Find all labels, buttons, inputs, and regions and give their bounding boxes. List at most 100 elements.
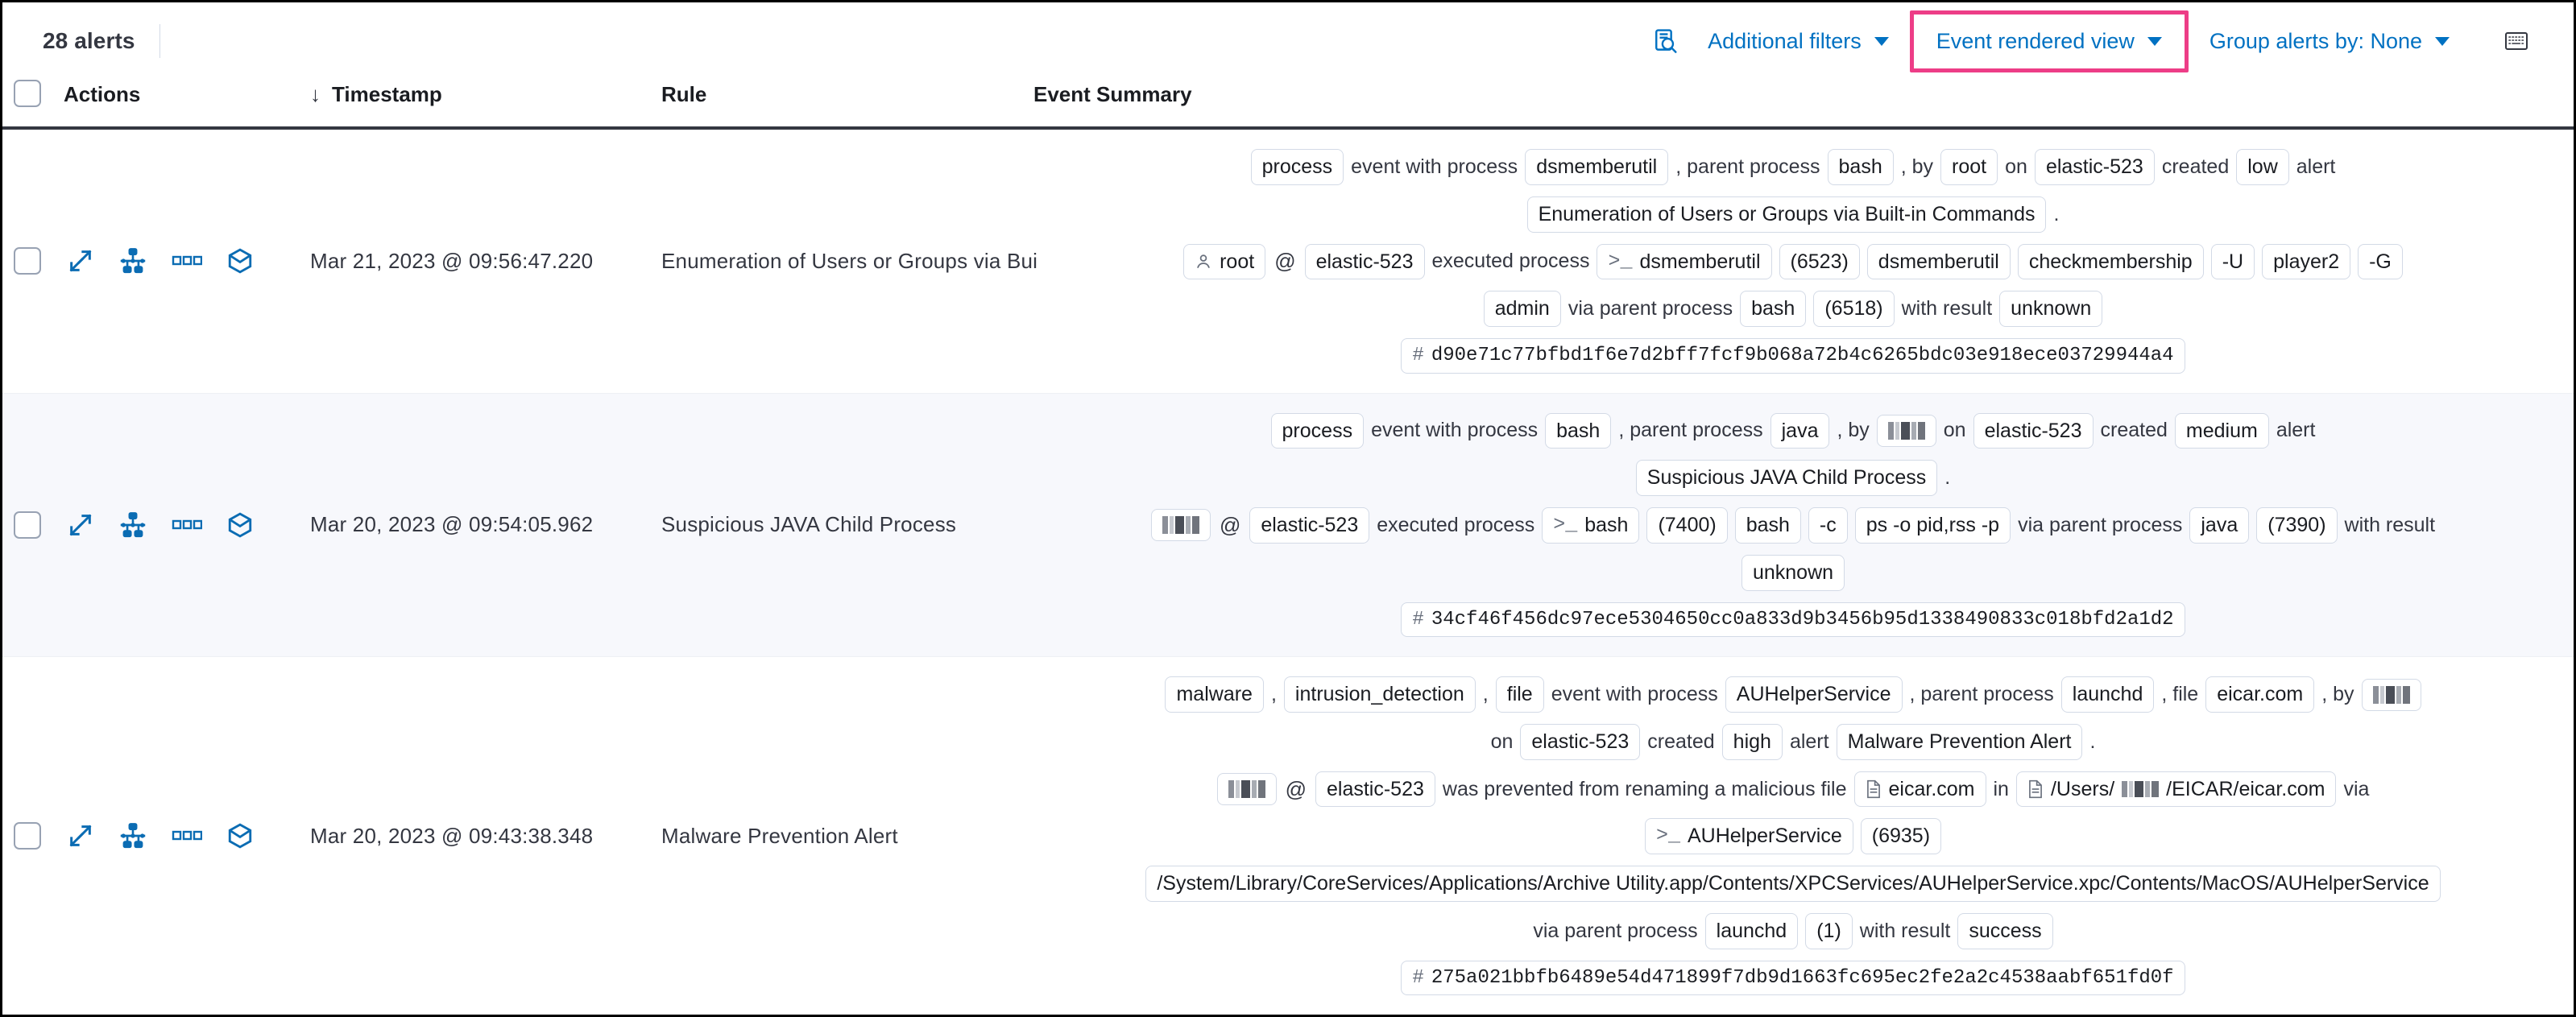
summary-chip[interactable]: -G [2358, 243, 2403, 280]
summary-chip[interactable]: bash [1545, 412, 1612, 449]
summary-chip[interactable]: process [1250, 149, 1344, 185]
summary-chip[interactable]: launchd [1704, 912, 1799, 949]
summary-chip[interactable]: process [1270, 412, 1365, 449]
summary-chip[interactable]: elastic-523 [1520, 723, 1641, 760]
summary-chip[interactable]: high [1721, 723, 1783, 760]
expand-icon[interactable] [67, 247, 94, 275]
summary-chip[interactable]: file [1495, 676, 1544, 713]
summary-chip[interactable]: checkmembership [2017, 243, 2204, 280]
summary-chip[interactable]: AUHelperService [1725, 676, 1903, 713]
keyboard-shortcut-button[interactable] [2491, 21, 2541, 61]
summary-text: created [1647, 730, 1715, 753]
summary-chip[interactable]: ps -o pid,rss -p [1854, 507, 2011, 544]
summary-chip[interactable]: bash [1827, 149, 1894, 185]
more-actions-icon[interactable] [172, 828, 202, 844]
group-alerts-by-button[interactable]: Group alerts by: None [2195, 19, 2464, 64]
summary-text: with result [1901, 297, 1993, 320]
redacted-chip[interactable] [1216, 773, 1277, 806]
summary-chip[interactable]: malware [1165, 676, 1264, 713]
hash-chip[interactable]: #34cf46f456dc97ece5304650cc0a833d9b3456b… [1401, 602, 2185, 638]
summary-chip[interactable]: java [2189, 507, 2250, 544]
summary-chip[interactable]: (7400) [1646, 507, 1728, 544]
summary-chip[interactable]: Suspicious JAVA Child Process [1635, 460, 1938, 497]
row-select-cell [2, 657, 52, 1015]
summary-chip[interactable]: elastic-523 [1973, 412, 2094, 449]
rule-name-cell[interactable]: Enumeration of Users or Groups via Bui [656, 128, 1037, 394]
select-all-checkbox[interactable] [14, 80, 41, 107]
more-actions-icon[interactable] [172, 517, 202, 533]
session-view-icon[interactable] [226, 247, 254, 275]
summary-chip[interactable]: -U [2210, 243, 2255, 280]
analyze-event-icon[interactable] [118, 247, 147, 275]
row-select-checkbox[interactable] [14, 511, 41, 539]
alerts-toolbar: 28 alerts Additional filters [2, 2, 2574, 80]
summary-chip[interactable]: success [1957, 912, 2053, 949]
rule-name-cell[interactable]: Malware Prevention Alert [661, 823, 898, 848]
summary-chip[interactable]: elastic-523 [2034, 149, 2155, 185]
summary-chip[interactable]: bash [1734, 507, 1801, 544]
summary-chip[interactable]: (6518) [1813, 291, 1895, 327]
summary-chip[interactable]: low [2236, 149, 2289, 185]
analyze-event-icon[interactable] [118, 511, 147, 539]
additional-filters-button[interactable]: Additional filters [1693, 19, 1903, 64]
summary-chip[interactable]: java [1770, 412, 1830, 449]
more-actions-icon[interactable] [172, 253, 202, 269]
expand-icon[interactable] [67, 822, 94, 850]
event-rendered-view-button[interactable]: Event rendered view [1922, 19, 2176, 64]
summary-chip[interactable]: player2 [2262, 243, 2351, 280]
summary-chip[interactable]: eicar.com [2205, 676, 2315, 713]
redacted-chip[interactable] [1876, 414, 1936, 447]
summary-chip[interactable]: dsmemberutil [1525, 149, 1669, 185]
summary-chip[interactable]: elastic-523 [1249, 507, 1370, 544]
hash-chip[interactable]: #d90e71c77bfbd1f6e7d2bff7fcf9b068a72b4c6… [1401, 338, 2185, 374]
summary-chip[interactable]: medium [2174, 412, 2269, 449]
summary-chip[interactable]: Enumeration of Users or Groups via Built… [1526, 196, 2047, 233]
row-actions-cell [52, 657, 310, 1015]
summary-chip[interactable]: -c [1808, 507, 1848, 544]
summary-line: Suspicious JAVA Child Process. [1033, 460, 2553, 497]
summary-chip[interactable]: elastic-523 [1304, 243, 1425, 280]
redacted-chip[interactable] [1150, 509, 1211, 542]
analyze-event-icon[interactable] [118, 822, 147, 850]
user-chip[interactable]: root [1183, 243, 1266, 280]
sort-descending-icon: ↓ [310, 82, 321, 106]
redacted-chip[interactable] [2361, 678, 2421, 711]
rule-name-cell[interactable]: Suspicious JAVA Child Process [656, 393, 1027, 658]
file-chip[interactable]: eicar.com [1853, 771, 1986, 808]
hash-chip[interactable]: #275a021bbfb6489e54d471899f7db9d1663fc69… [1401, 960, 2185, 996]
summary-chip[interactable]: Malware Prevention Alert [1836, 723, 2083, 760]
summary-chip[interactable]: dsmemberutil [1866, 243, 2011, 280]
file-path-chip[interactable]: /Users//EICAR/eicar.com [2015, 771, 2337, 808]
keyboard-shortcut-icon [2504, 31, 2528, 52]
summary-chip[interactable]: root [1940, 149, 1998, 185]
summary-chip[interactable]: launchd [2060, 676, 2155, 713]
summary-chip[interactable]: (6935) [1860, 818, 1942, 855]
process-chip[interactable]: >_AUHelperService [1644, 818, 1853, 855]
summary-chip[interactable]: unknown [1999, 291, 2103, 327]
row-select-checkbox[interactable] [14, 822, 41, 850]
summary-chip[interactable]: (7390) [2256, 507, 2338, 544]
summary-text: executed process [1431, 250, 1590, 273]
summary-chip[interactable]: admin [1483, 291, 1561, 327]
process-chip[interactable]: >_bash [1542, 507, 1640, 544]
session-view-icon[interactable] [226, 822, 254, 850]
summary-chip[interactable]: intrusion_detection [1283, 676, 1476, 713]
expand-icon[interactable] [67, 511, 94, 539]
session-view-icon[interactable] [226, 511, 254, 539]
summary-chip[interactable]: (1) [1805, 912, 1853, 949]
summary-chip[interactable]: bash [1740, 291, 1807, 327]
summary-chip[interactable]: elastic-523 [1315, 771, 1435, 808]
row-select-checkbox[interactable] [14, 247, 41, 275]
inspect-search-icon-button[interactable] [1640, 18, 1693, 64]
process-chip[interactable]: >_dsmemberutil [1597, 243, 1772, 280]
summary-chip[interactable]: /System/Library/CoreServices/Application… [1145, 866, 2441, 902]
column-header-timestamp[interactable]: ↓Timestamp [310, 80, 656, 128]
summary-chip[interactable]: (6523) [1779, 243, 1860, 280]
summary-chip[interactable]: unknown [1741, 554, 1845, 591]
toolbar-divider [159, 24, 160, 58]
